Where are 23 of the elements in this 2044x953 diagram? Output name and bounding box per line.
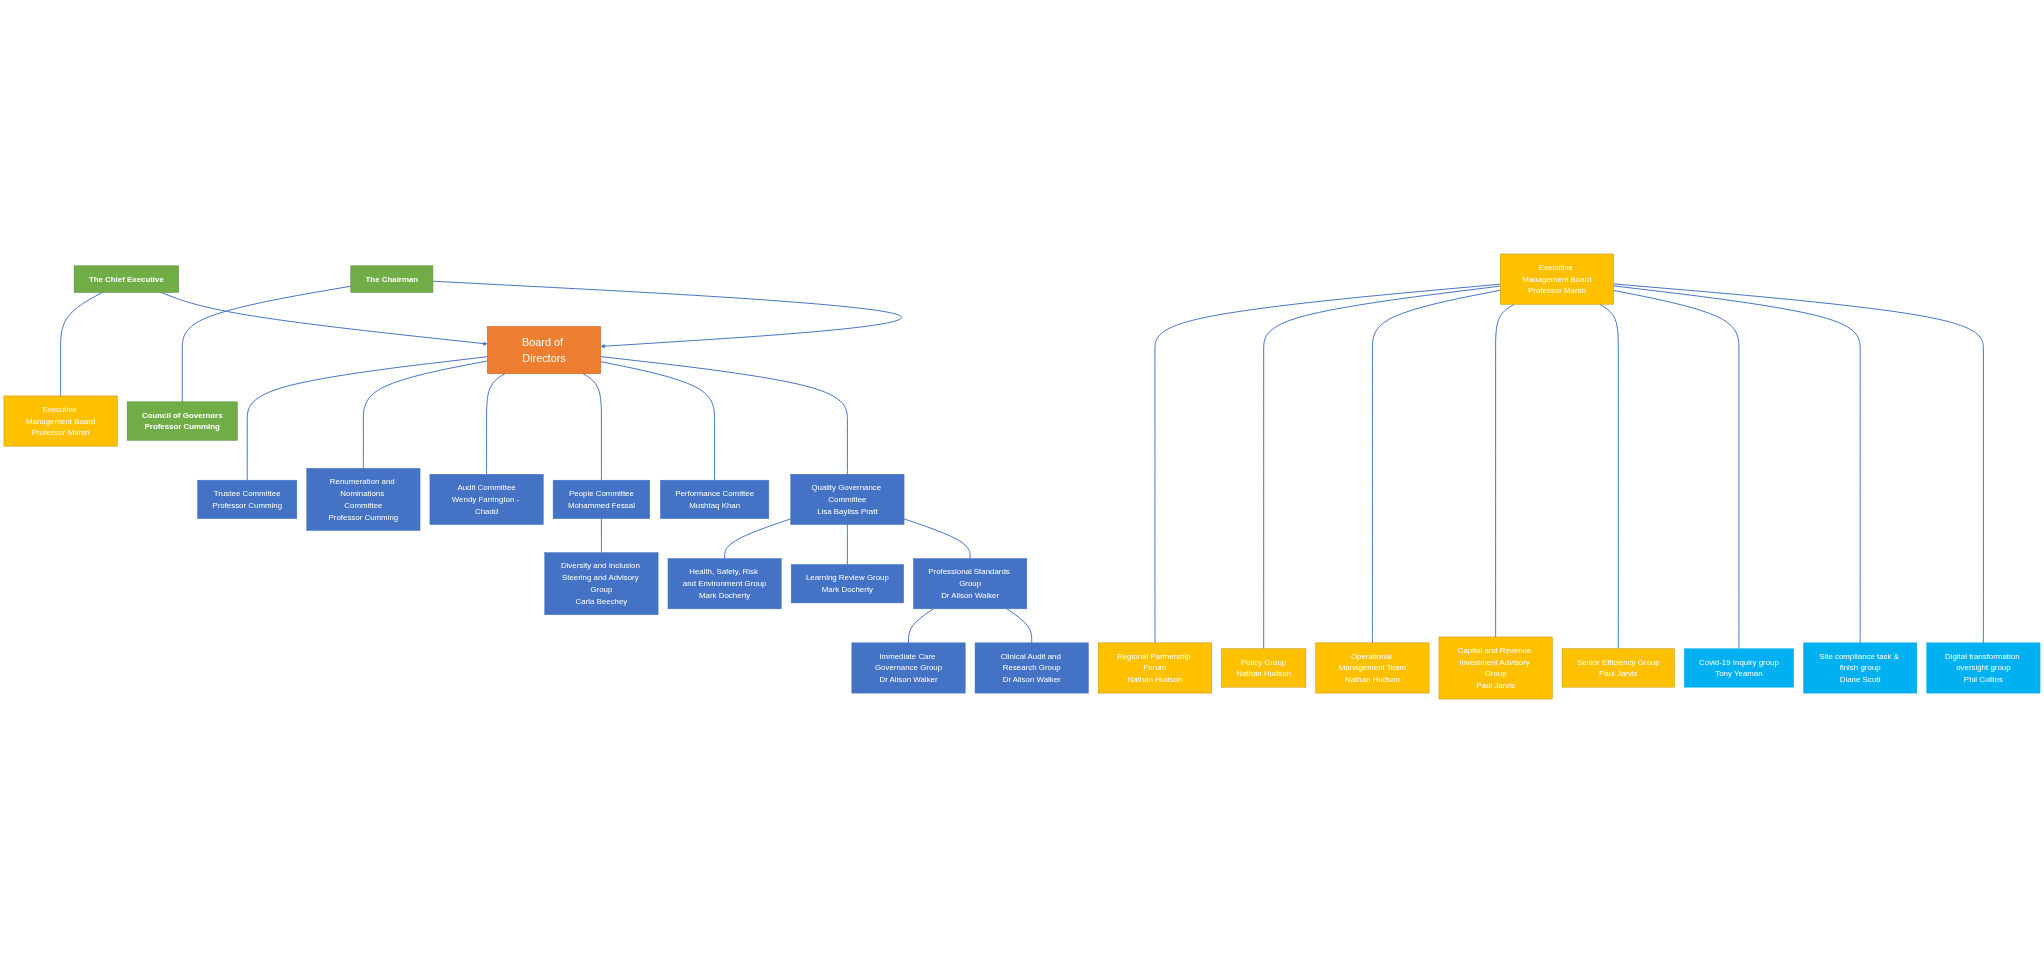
connector	[486, 373, 506, 475]
connector	[60, 291, 103, 397]
connector	[362, 360, 488, 469]
connector	[724, 518, 792, 560]
connector	[1613, 285, 1861, 644]
connector	[1371, 289, 1501, 644]
connector	[1599, 303, 1619, 650]
connector	[903, 518, 971, 560]
connector	[246, 356, 488, 481]
connector	[908, 608, 934, 644]
connector	[1154, 283, 1501, 644]
connector	[1613, 283, 1984, 644]
connector	[1263, 285, 1501, 650]
connector	[1495, 303, 1515, 638]
connector	[600, 518, 602, 554]
connector	[582, 373, 602, 481]
connector	[600, 361, 716, 481]
connector	[600, 356, 848, 475]
connector	[1613, 289, 1740, 650]
connector	[1006, 608, 1033, 644]
connector	[846, 524, 848, 565]
connector	[181, 285, 352, 403]
node-box: Board of Directors	[487, 326, 601, 374]
